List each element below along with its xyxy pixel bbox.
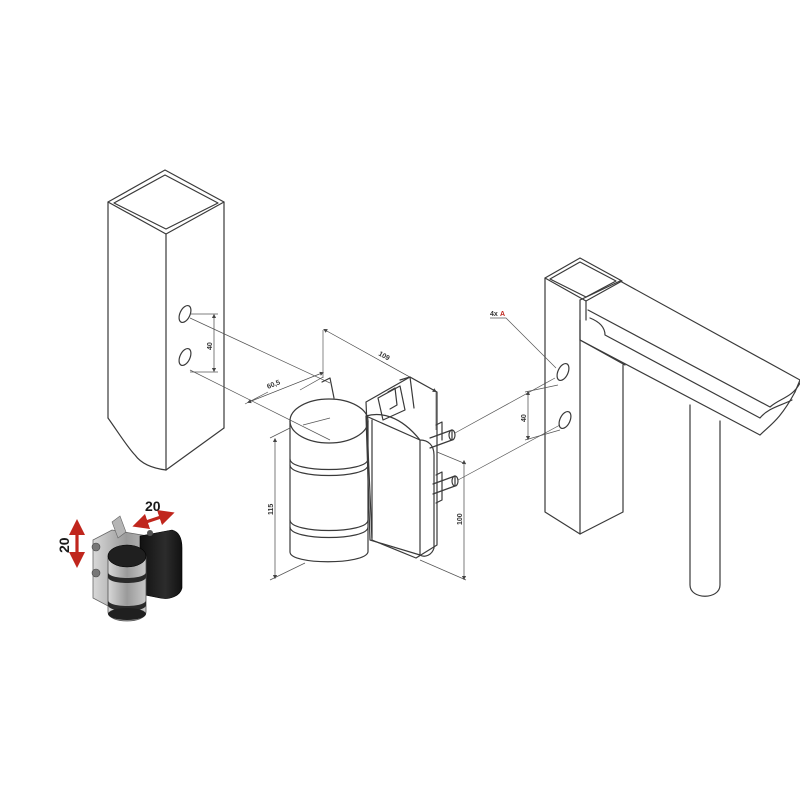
vertical-adjust-label: 20	[56, 537, 72, 553]
dim-hinge-height-label: 115	[268, 504, 275, 515]
hinge-body	[289, 376, 459, 563]
dim-bracket-height: 100	[419, 451, 467, 581]
left-hole-extension-lines	[189, 313, 331, 441]
dim-right-hole-spacing: 40	[521, 384, 561, 441]
hole-callout-letter: A	[500, 311, 505, 318]
dim-bracket-height-label: 100	[457, 513, 464, 525]
dim-width-label: 109	[377, 351, 391, 363]
dim-offset-label: 60,5	[266, 379, 281, 391]
horizontal-adjust-arrow: 20	[132, 498, 175, 530]
adjustment-inset	[91, 515, 183, 622]
right-hole-extension-lines	[454, 377, 561, 481]
dim-left-hole-spacing: 40	[207, 313, 217, 373]
dim-right-hole-spacing-label: 40	[521, 414, 528, 422]
gate-beam	[579, 280, 800, 597]
right-post	[544, 257, 624, 535]
left-post	[107, 169, 225, 471]
hole-callout: 4x A	[490, 311, 557, 369]
dim-left-hole-spacing-label: 40	[207, 342, 214, 350]
dim-hinge-height: 115	[268, 427, 306, 581]
dim-offset: 60,5	[244, 371, 324, 405]
hole-callout-prefix: 4x	[490, 311, 498, 318]
horizontal-adjust-label: 20	[145, 498, 161, 514]
vertical-adjust-arrow: 20	[56, 519, 85, 568]
